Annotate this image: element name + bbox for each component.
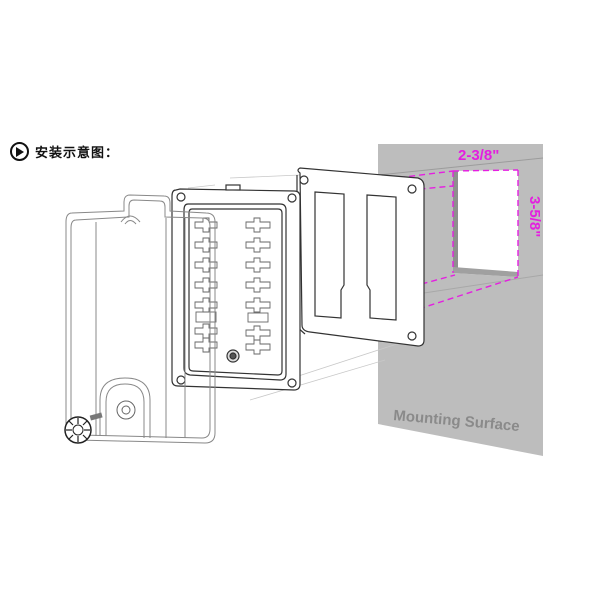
mounting-bracket bbox=[296, 167, 425, 347]
height-dimension-label: 3-5/8" bbox=[526, 196, 543, 237]
fuse-slots-right bbox=[245, 217, 271, 355]
fuse-block-base bbox=[171, 184, 301, 391]
page-title: 安装示意图： bbox=[35, 146, 120, 161]
cover-thumb-screw bbox=[64, 412, 103, 444]
title-row: 安装示意图： bbox=[10, 142, 119, 161]
play-circle-icon bbox=[10, 142, 29, 161]
width-dimension-label: 2-3/8" bbox=[458, 147, 499, 164]
